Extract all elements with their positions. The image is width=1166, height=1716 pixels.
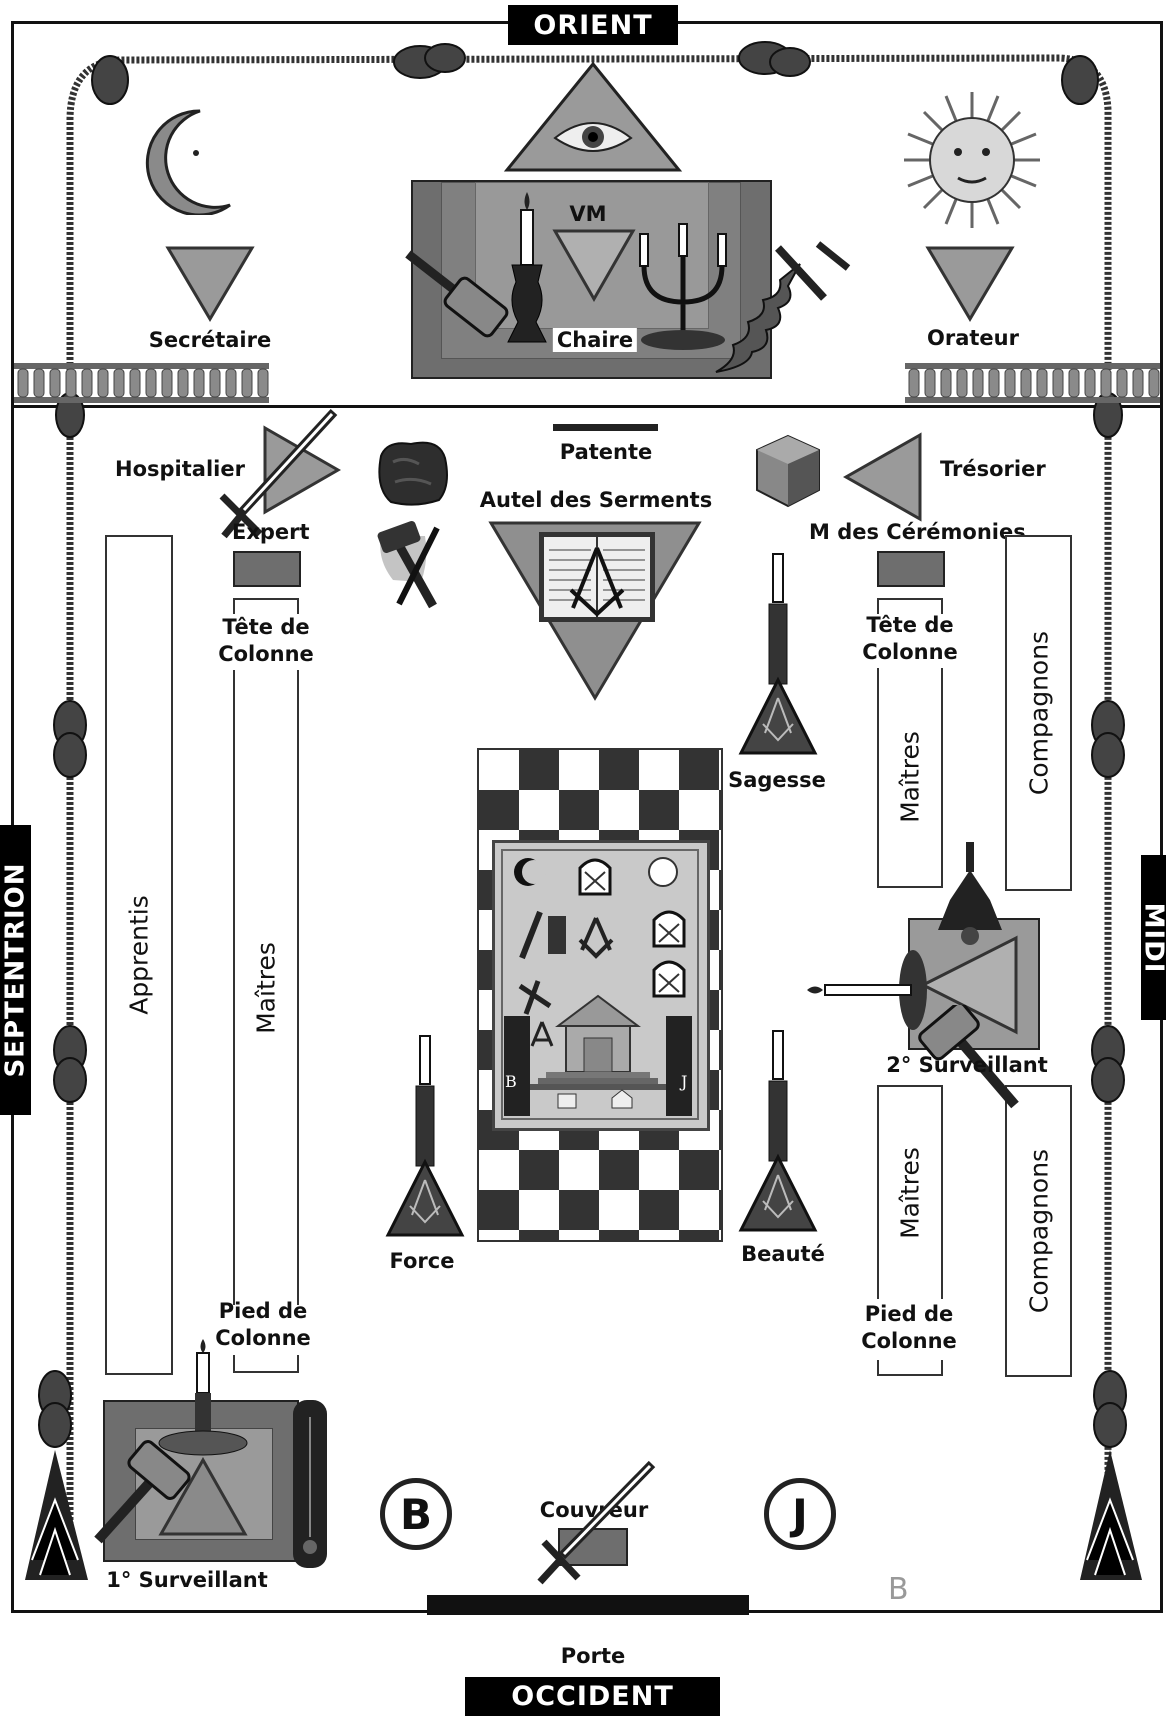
ceremonies-label: M des Cérémonies [809, 520, 1026, 544]
level-icon [290, 1397, 330, 1572]
compagnons-lower-label: Compagnons [1024, 1149, 1053, 1313]
balustrade-icon [905, 363, 1160, 403]
right-pied-line1: Pied de [865, 1302, 953, 1326]
crescent-moon-icon [130, 105, 250, 215]
right-maitres-lower-label: Maîtres [896, 1147, 925, 1239]
rough-stone-icon [375, 438, 451, 508]
cubic-stone-icon [753, 432, 823, 510]
ceremonies-seat [877, 551, 945, 587]
occident-label: OCCIDENT [465, 1677, 720, 1716]
expert-seat [233, 551, 301, 587]
column-b-circle: B [380, 1478, 452, 1550]
beaute-label: Beauté [741, 1242, 825, 1266]
left-pied-line1: Pied de [219, 1299, 307, 1323]
apprentis-column: Apprentis [105, 535, 173, 1375]
patente-bar [553, 424, 658, 431]
right-pied-bracket [877, 1360, 943, 1376]
column-j-circle: J [764, 1478, 836, 1550]
midi-label: MIDI [1141, 855, 1166, 1020]
porte-label: Porte [561, 1644, 625, 1668]
vm-label: VM [569, 202, 606, 226]
compagnons-upper-label: Compagnons [1024, 631, 1053, 795]
tresorier-triangle [843, 432, 923, 522]
pillar-candle-icon [735, 1025, 821, 1235]
plumb-icon [930, 840, 1010, 950]
chaire-label: Chaire [553, 328, 637, 352]
mallet-chisel-icon [375, 520, 451, 612]
right-maitres-lower: Maîtres [877, 1085, 943, 1299]
apprentis-label: Apprentis [125, 895, 154, 1015]
orateur-triangle [925, 245, 1015, 323]
right-tete-bracket [877, 598, 943, 614]
compagnons-lower: Compagnons [1005, 1085, 1072, 1377]
balustrade-icon [14, 363, 269, 403]
tresorier-label: Trésorier [940, 457, 1046, 481]
secretaire-label: Secrétaire [149, 328, 271, 352]
left-tete-bracket [233, 598, 299, 614]
gavel-icon [92, 1440, 202, 1550]
tableau-j-label: J [681, 1072, 687, 1091]
column-j-label: J [792, 1490, 808, 1539]
left-tete-line1: Tête de [222, 615, 309, 639]
vm-triangle [552, 228, 636, 302]
patente-label: Patente [560, 440, 653, 464]
force-label: Force [390, 1249, 455, 1273]
sagesse-label: Sagesse [728, 768, 826, 792]
open-bible-icon [537, 530, 657, 625]
gavel-icon [402, 248, 512, 348]
tableau-b-label: B [505, 1072, 517, 1091]
right-pied-line2: Colonne [861, 1329, 957, 1353]
right-maitres-upper-label: Maîtres [896, 731, 925, 823]
sword-icon [528, 1460, 658, 1590]
orateur-label: Orateur [927, 326, 1019, 350]
sun-face-icon [902, 90, 1042, 230]
tracing-board-symbols [498, 846, 698, 1121]
flaming-sword-icon [708, 240, 858, 380]
porte-threshold [427, 1595, 749, 1615]
first-surveillant-label: 1° Surveillant [106, 1568, 268, 1592]
midi-text: MIDI [1139, 902, 1166, 973]
septentrion-text: SEPTENTRION [1, 862, 31, 1077]
corner-mark-label: B [888, 1572, 909, 1607]
left-maitres-column: Maîtres [233, 670, 299, 1305]
autel-label: Autel des Serments [480, 488, 712, 512]
pillar-candle-icon [735, 548, 821, 758]
pillar-candle-icon [382, 1030, 468, 1240]
right-tete-line2: Colonne [862, 640, 958, 664]
orient-label: ORIENT [508, 5, 678, 45]
eye-of-providence-icon [503, 60, 683, 175]
left-maitres-label: Maîtres [252, 942, 281, 1034]
secretaire-triangle [165, 245, 255, 323]
left-tete-line2: Colonne [218, 642, 314, 666]
expert-label: Expert [232, 520, 310, 544]
compagnons-upper: Compagnons [1005, 535, 1072, 891]
right-tete-line1: Tête de [866, 613, 953, 637]
second-surveillant-label: 2° Surveillant [886, 1053, 1048, 1077]
column-b-label: B [400, 1490, 432, 1539]
septentrion-label: SEPTENTRION [0, 825, 31, 1115]
